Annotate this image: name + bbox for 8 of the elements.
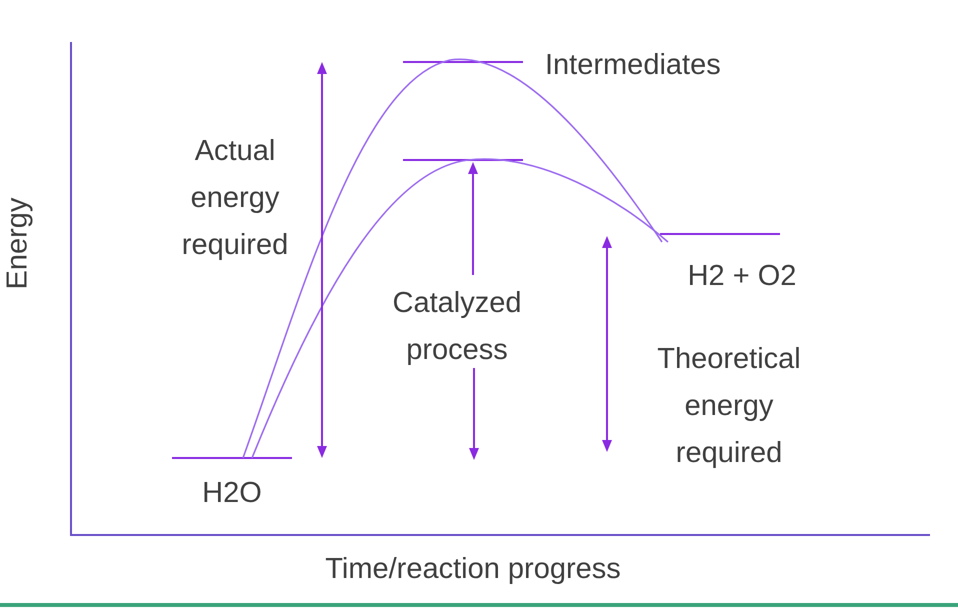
diagram-label: Theoretical energy required bbox=[656, 342, 802, 471]
diagram-label: Intermediates bbox=[545, 48, 722, 83]
diagram-label: Actual energy required bbox=[180, 134, 290, 263]
diagram-label: H2 + O2 bbox=[686, 259, 798, 294]
diagram-label: Catalyzed process bbox=[392, 286, 522, 368]
diagram-label: H2O bbox=[201, 476, 263, 511]
axis-label: Time/reaction progress bbox=[324, 552, 622, 587]
axis-label: Energy bbox=[0, 196, 34, 292]
